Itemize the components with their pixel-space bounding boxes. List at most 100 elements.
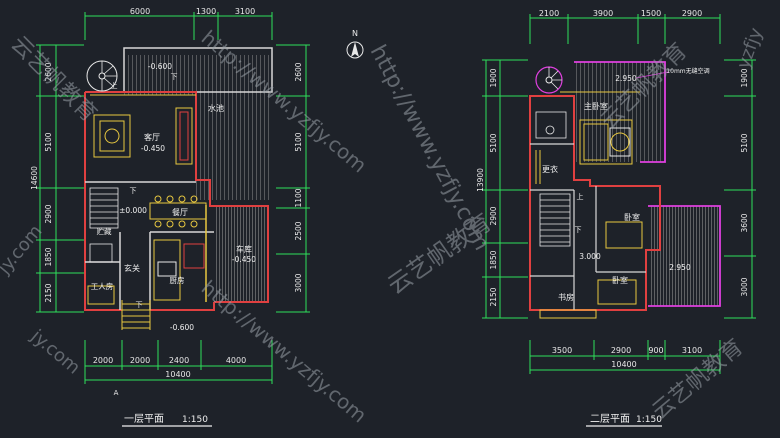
plan2-bottom-dim-4: 3100	[682, 346, 702, 355]
plan2-note: 10mm无缝空调	[666, 67, 709, 75]
plan1-stair-down-mid: 下	[130, 187, 137, 195]
plan2-left-dim-2: 5100	[489, 133, 498, 152]
plan1-entrance-steps	[121, 300, 151, 330]
plan2-room-bed1: 卧室	[624, 212, 640, 222]
plan2-left-dim-3: 2900	[489, 206, 498, 225]
plan2-room-master: 主卧室	[584, 101, 608, 111]
plan1-inner-stair	[89, 187, 119, 229]
plan2-level-stair: 3.000	[579, 252, 601, 261]
plan1-left-dim-2: 5100	[44, 132, 53, 151]
plan1-right-dim-1: 2600	[294, 62, 303, 81]
plan1-bottom-total: 10400	[165, 370, 190, 379]
plan1-top-dim-2: 1300	[196, 7, 216, 16]
watermark-short-bottom-left: jy.com	[26, 325, 84, 379]
plan2-right-dim-1: 1900	[740, 68, 749, 87]
plan1-living-furniture	[93, 107, 193, 165]
plan1-right-dim-5: 3000	[294, 273, 303, 292]
plan1-room-worker: 工人房	[91, 281, 114, 291]
plan2-bottom-total: 10400	[611, 360, 636, 369]
plan1-dining-table	[149, 195, 207, 228]
plan2-bathroom	[535, 111, 567, 139]
plan1-bottom-dim-4: 4000	[226, 356, 246, 365]
plan1-worker-bed	[87, 285, 115, 305]
plan1-level-top: -0.600	[148, 62, 172, 71]
plan1-title: 一层平面	[124, 413, 164, 425]
plan2-top-dim-4: 2900	[682, 9, 702, 18]
plan2-room-bed2: 卧室	[612, 275, 628, 285]
plan2-right-dim-3: 3600	[740, 213, 749, 232]
plan2-left-dim-4: 1850	[489, 250, 498, 269]
plan2-title: 二层平面	[590, 413, 630, 425]
watermark-brand-center: 云艺帆教育	[382, 208, 496, 300]
plan2-bottom-dimensions	[529, 340, 721, 374]
plan1-left-dim-1: 2600	[44, 62, 53, 81]
plan1-room-dining: 餐厅	[172, 208, 188, 217]
plan1-right-dimensions	[276, 44, 310, 313]
plan1-stair-down-entry: 下	[136, 301, 143, 309]
plan1-left-dim-4: 1850	[44, 247, 53, 266]
plan1-spiral-stair	[86, 60, 118, 92]
plan2-left-total: 13900	[476, 168, 485, 192]
plan1-bottom-dim-2: 2000	[130, 356, 150, 365]
plan2-stair-down: 下	[575, 226, 582, 234]
north-arrow: N	[346, 29, 364, 59]
plan1-left-dim-5: 2150	[44, 283, 53, 302]
plan1-left-total: 14600	[30, 166, 39, 190]
plan1-room-living: 客厅	[144, 132, 160, 142]
plan2-top-dim-2: 3900	[593, 9, 613, 18]
plan1-top-dim-3: 3100	[235, 7, 255, 16]
plan2-top-dim-3: 1500	[641, 9, 661, 18]
plan1-bottom-dim-1: 2000	[93, 356, 113, 365]
plan2-spiral-stair	[535, 66, 563, 94]
plan1-right-dim-3: 1100	[294, 188, 303, 207]
plan2-right-dimensions	[724, 59, 756, 319]
plan1-level-garage: -0.450	[232, 255, 256, 264]
plan2-scale: 1:150	[636, 415, 662, 425]
plan2-closet	[535, 150, 541, 184]
plan1-room-storage: 贮藏	[97, 226, 112, 236]
plan2-right-dim-4: 3000	[740, 277, 749, 296]
plan2-top-dim-1: 2100	[539, 9, 559, 18]
plan1-kitchen-fixtures	[153, 239, 205, 301]
plan2-master-bed	[579, 119, 633, 165]
plan1-deck-top-hatch	[124, 55, 272, 95]
plan2-room-study: 书房	[558, 292, 574, 302]
plan1-room-entry: 玄关	[124, 263, 140, 273]
plan1-walls	[84, 47, 273, 311]
plan2-inner-stair	[539, 193, 571, 247]
plan2-right-dim-2: 5100	[740, 133, 749, 152]
plan-2-second-floor: 2100 3900 1500 2900 1900 5100 2900 1850 …	[476, 9, 756, 427]
plan2-top-dimensions	[529, 14, 721, 44]
plan1-right-dim-2: 5100	[294, 132, 303, 151]
watermark-edge-right: yzfjy	[733, 25, 767, 72]
plan2-left-dim-5: 2150	[489, 287, 498, 306]
plan2-bottom-dim-1: 3500	[552, 346, 572, 355]
plan2-bedroom-beds	[597, 221, 643, 305]
plan1-scale: 1:150	[182, 415, 208, 425]
plan2-terrace-top-hatch	[574, 62, 664, 162]
plan2-terrace-right-hatch	[650, 206, 718, 306]
plan1-right-dim-4: 2500	[294, 221, 303, 240]
plan1-bottom-dimensions	[84, 340, 273, 384]
plan2-room-closet: 更衣	[542, 164, 558, 174]
plan1-stair-down-top: 下	[171, 73, 178, 81]
plan1-garage-hatch	[214, 206, 268, 302]
plan1-storage-shelf	[89, 243, 113, 263]
plan2-left-dimensions	[482, 59, 528, 319]
plan2-study-balcony	[539, 309, 597, 319]
plan2-level-terrace-top: 2.950	[615, 74, 637, 83]
plan2-walls	[529, 61, 721, 311]
plan1-room-pool: 水池	[208, 103, 224, 113]
plan1-top-dimensions	[84, 12, 273, 40]
plan1-level-stair: ±0.000	[119, 206, 147, 215]
plan1-room-garage: 车库	[236, 244, 252, 254]
plan1-axis-label: A	[114, 389, 119, 397]
plan1-top-dim-1: 6000	[130, 7, 150, 16]
plan1-left-dim-3: 2900	[44, 204, 53, 223]
plan2-bottom-dim-2: 2900	[611, 346, 631, 355]
plan1-stair-up: 上	[111, 81, 118, 90]
plan1-bottom-dim-3: 2400	[169, 356, 189, 365]
plan2-left-dim-1: 1900	[489, 68, 498, 87]
